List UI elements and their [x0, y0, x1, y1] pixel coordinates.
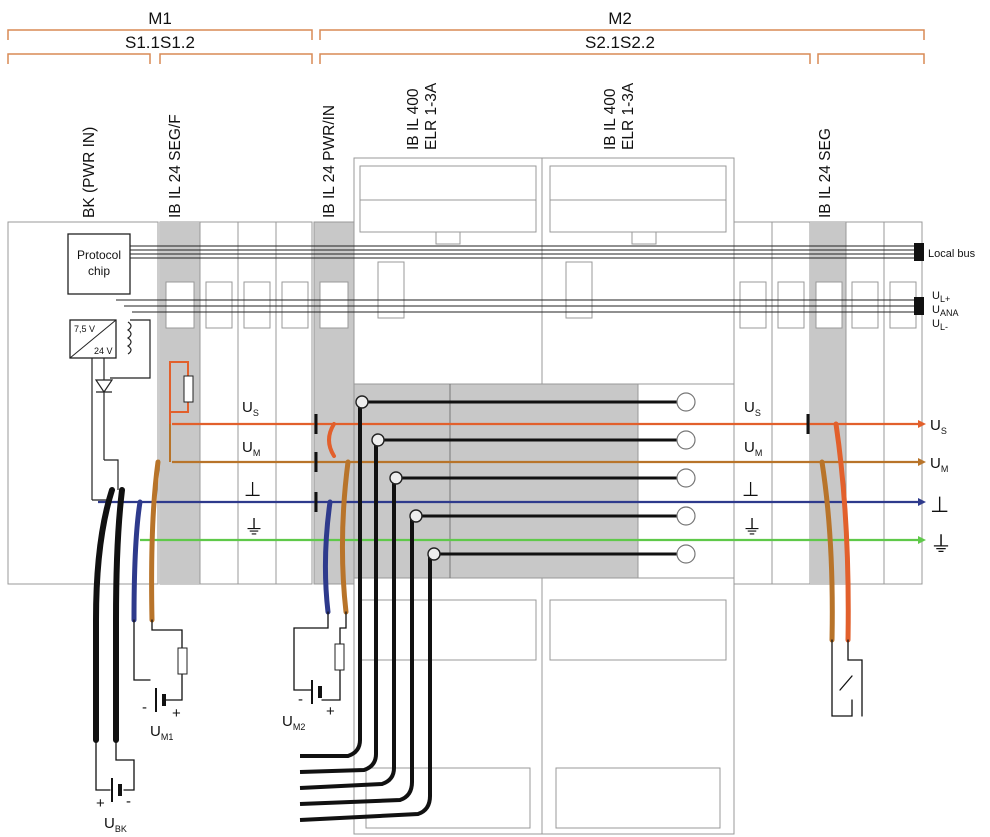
cable-2 — [299, 440, 378, 774]
module-label-elr-2: IB IL 400ELR 1-3A — [602, 82, 637, 150]
um-label-segf: UM — [242, 439, 260, 458]
seg-supply-wires — [819, 421, 863, 717]
pe-icon-segf: ⏚ — [244, 517, 264, 539]
bracket-group — [7, 29, 925, 64]
ubk-plus: + — [96, 795, 105, 812]
us-label-right: US — [744, 399, 761, 418]
fuse-icon-segf — [183, 375, 194, 403]
local-bus-connector — [914, 243, 924, 261]
ground-icon-segf: ⊥ — [244, 479, 261, 501]
bracket-s1-1 — [7, 53, 151, 64]
segf-supply-wires — [131, 459, 183, 701]
ubk-label: UBK — [104, 815, 127, 834]
module-label-pwr-in: IB IL 24 PWR/IN — [321, 105, 338, 218]
ground-icon-end: ⊥ — [930, 492, 949, 517]
um2-minus: - — [298, 691, 303, 708]
segf-stripe — [160, 222, 200, 584]
fuse-icon-um1 — [177, 647, 188, 675]
local-bus-lines — [116, 245, 916, 313]
module-label-seg-f: IB IL 24 SEG/F — [167, 114, 184, 218]
elr-top-window-1 — [359, 165, 537, 233]
local-bus-label: Local bus — [928, 248, 976, 260]
output-terminals — [676, 392, 696, 564]
ground-icon-right: ⊥ — [742, 479, 759, 501]
housings — [7, 157, 923, 835]
rail-arrows — [918, 420, 926, 544]
uana-label: UANA — [932, 304, 958, 318]
um1-plus: + — [172, 705, 181, 722]
bracket-s2-1 — [319, 53, 811, 64]
pwrin-supply-wires — [293, 422, 351, 701]
elr-top-window-2 — [549, 165, 727, 233]
coil-icon — [126, 321, 132, 355]
screw-terminals — [355, 395, 441, 561]
bracket-m1 — [7, 29, 313, 40]
bracket-s2-2 — [817, 53, 925, 64]
label-m1: M1 — [148, 9, 172, 28]
contact-bars — [314, 414, 810, 512]
um1-label: UM1 — [150, 723, 173, 742]
ul-plus-label: UL+ — [932, 290, 950, 304]
terminal-windows — [165, 261, 917, 329]
battery-icon-ubk — [111, 778, 122, 802]
converter-in-label: 7,5 V — [74, 324, 95, 334]
um-label-right: UM — [744, 439, 762, 458]
cable-4 — [299, 516, 414, 806]
module-label-bk: BK (PWR IN) — [81, 127, 98, 218]
us-label-segf: US — [242, 399, 259, 418]
converter-out-label: 24 V — [94, 346, 113, 356]
elr-bottom-window-2 — [549, 599, 727, 661]
module-label-seg: IB IL 24 SEG — [817, 128, 834, 218]
um2-plus: + — [326, 703, 335, 720]
cable-5 — [299, 554, 432, 822]
diode-icon — [94, 379, 114, 394]
elr-bottom-window-1 — [359, 599, 537, 661]
bk-supply-wires — [93, 487, 135, 791]
logic-supply-connector — [914, 297, 924, 315]
protocol-chip-box — [67, 233, 131, 295]
module-label-elr-1: IB IL 400ELR 1-3A — [405, 82, 440, 150]
ul-minus-label: UL- — [932, 318, 948, 332]
elr-cables — [299, 400, 686, 822]
battery-icon-um1 — [155, 688, 166, 712]
um2-label: UM2 — [282, 713, 305, 732]
label-s2: S2.1S2.2 — [585, 33, 655, 52]
cable-3 — [299, 478, 396, 790]
battery-icon-um2 — [311, 680, 322, 704]
ubk-minus: - — [126, 793, 131, 810]
bracket-s1-2 — [159, 53, 313, 64]
pe-icon-right: ⏚ — [742, 517, 762, 539]
bracket-m2 — [319, 29, 925, 40]
fuse-icon-um2 — [334, 643, 345, 671]
label-m2: M2 — [608, 9, 632, 28]
label-s1: S1.1S1.2 — [125, 33, 195, 52]
pe-icon-end: ⏚ — [930, 532, 952, 557]
pwrin-housing — [313, 221, 355, 585]
us-label-end: US — [930, 417, 947, 436]
cable-1 — [300, 402, 362, 758]
potential-rails — [98, 422, 918, 542]
um-label-end: UM — [930, 455, 948, 474]
um1-minus: - — [142, 699, 147, 716]
